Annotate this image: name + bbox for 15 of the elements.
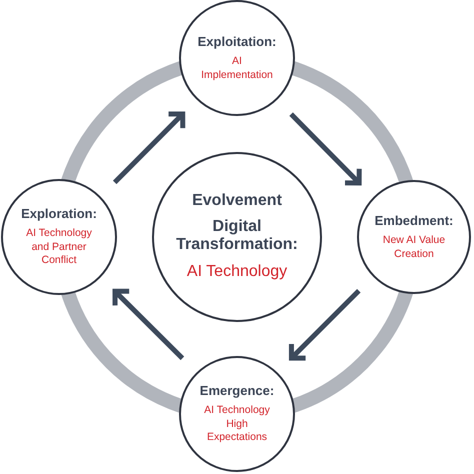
stage-title: Embedment:	[374, 212, 454, 228]
stage-title: Emergence:	[200, 383, 274, 398]
stage-description: New AI Value Creation	[382, 234, 446, 262]
arrow	[289, 112, 362, 186]
arrow	[112, 288, 184, 360]
stage-title: Exploration:	[21, 206, 97, 222]
stage-description: AI Technology	[186, 262, 288, 282]
stage-title: Evolvement	[192, 192, 282, 210]
stage-description: AI Technology High Expectations	[203, 404, 271, 445]
stage-title: Exploitation:	[198, 34, 276, 49]
arrow	[288, 288, 361, 361]
stage-description: AI Implementation	[200, 54, 274, 82]
arrow	[112, 112, 186, 184]
stage-description: AI Technology and Partner Conflict	[25, 227, 93, 268]
stage-title: Digital Transformation:	[175, 218, 299, 254]
